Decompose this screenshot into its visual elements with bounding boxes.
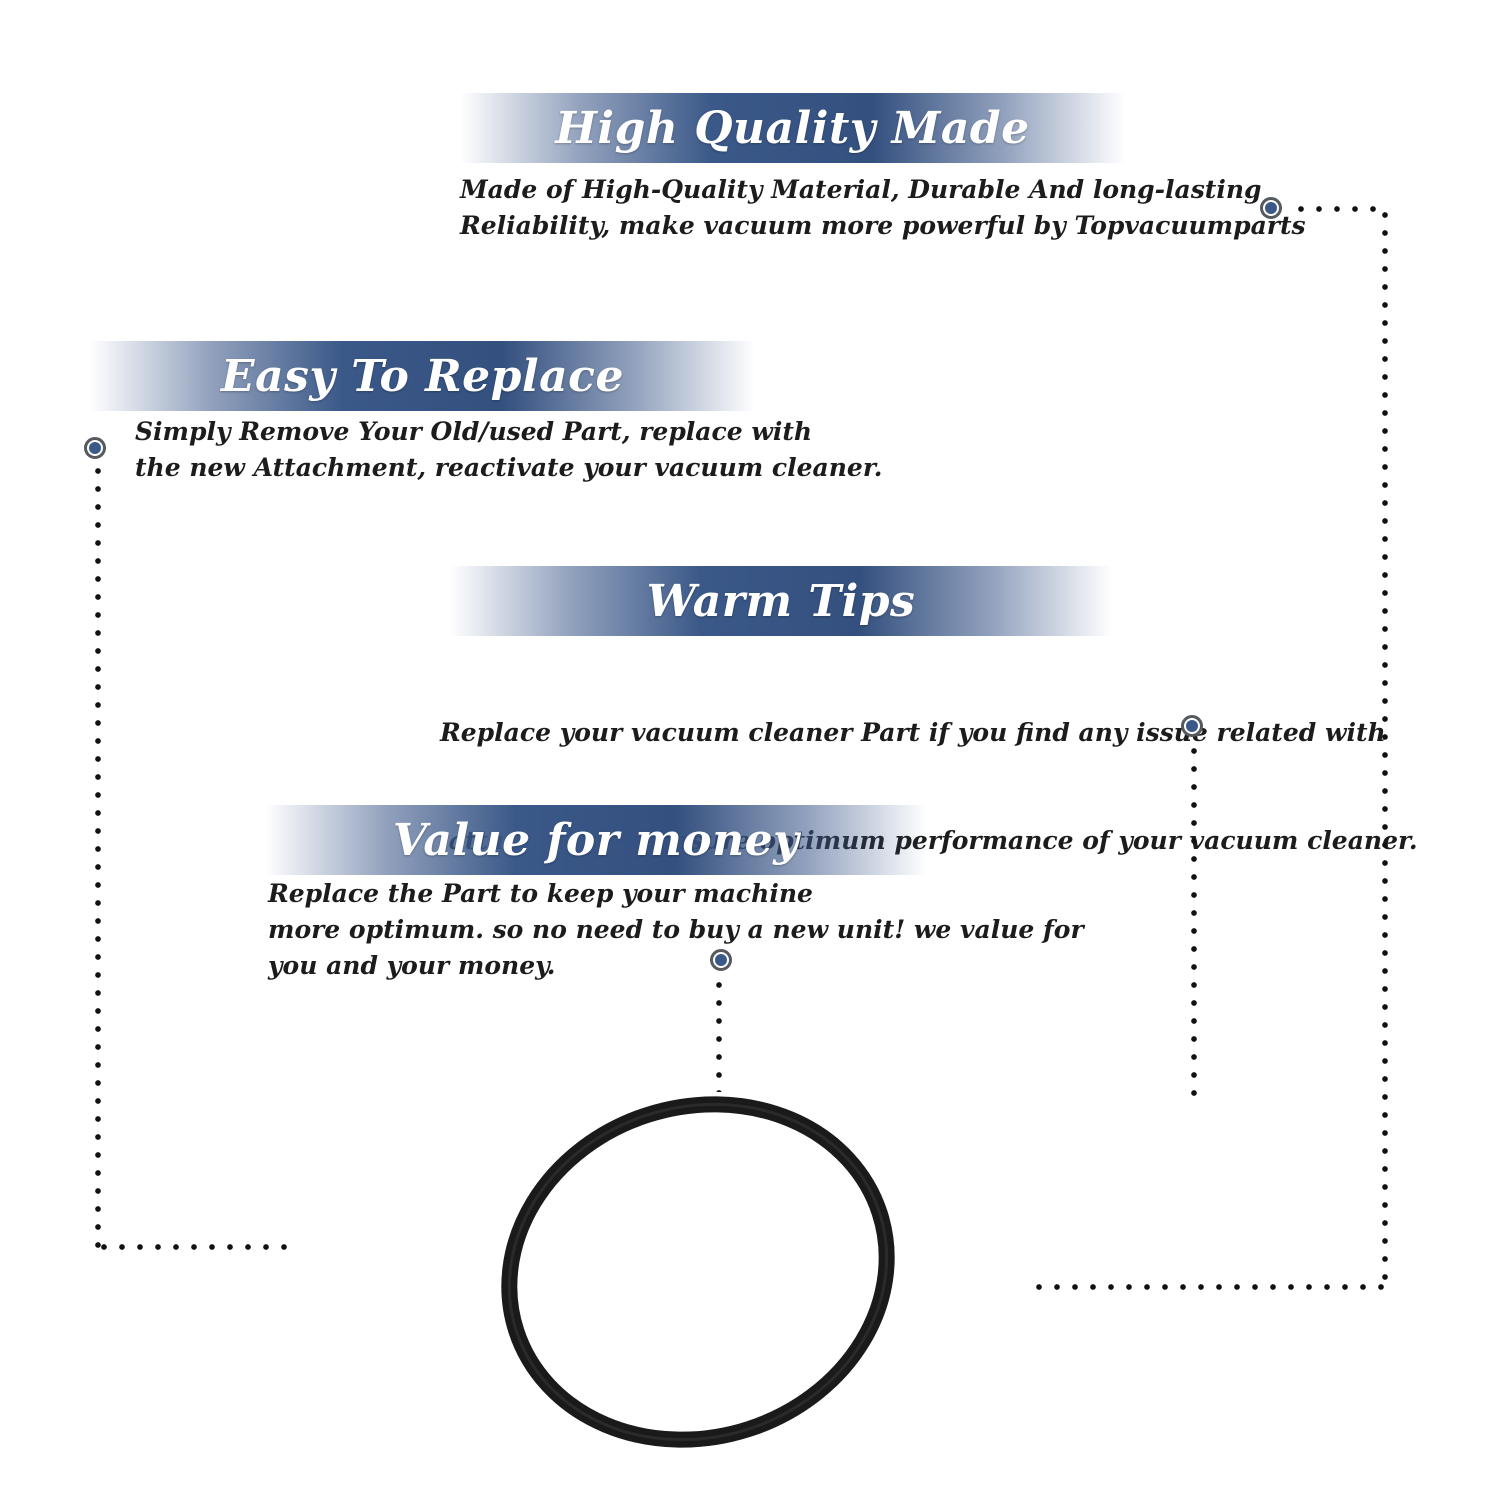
section-title: Value for money [392, 814, 800, 866]
connector-line [95, 1244, 295, 1250]
connector-line [1030, 1284, 1388, 1290]
connector-line [1191, 742, 1197, 1107]
banner-easy-to-replace: Easy To Replace [90, 341, 755, 411]
description-line: Made of High-Quality Material, Durable A… [460, 175, 1262, 204]
bullet-icon [84, 437, 106, 459]
description-line: more optimum. so no need to buy a new un… [268, 915, 1084, 944]
description-line: the new Attachment, reactivate your vacu… [135, 453, 883, 482]
section-description: Replace the Part to keep your machine mo… [268, 876, 1084, 984]
description-line: Replace your vacuum cleaner Part if you … [440, 718, 1386, 747]
description-line: you and your money. [268, 951, 556, 980]
section-title: Warm Tips [646, 575, 916, 627]
bullet-icon [710, 949, 732, 971]
banner-value-for-money: Value for money [265, 805, 927, 875]
bullet-icon [1260, 197, 1282, 219]
connector-line [716, 976, 722, 1092]
connector-line [95, 462, 101, 1252]
description-line: Reliability, make vacuum more powerful b… [460, 211, 1306, 240]
section-title: Easy To Replace [221, 350, 624, 402]
banner-warm-tips: Warm Tips [450, 566, 1112, 636]
section-title: High Quality Made [555, 102, 1030, 154]
section-description: Made of High-Quality Material, Durable A… [460, 172, 1306, 244]
connector-line [1382, 206, 1388, 1291]
banner-high-quality: High Quality Made [460, 93, 1125, 163]
bullet-icon [1181, 715, 1203, 737]
section-description: Simply Remove Your Old/used Part, replac… [135, 414, 882, 486]
connector-line [1292, 206, 1388, 212]
o-ring-image [495, 1090, 905, 1455]
description-line: Simply Remove Your Old/used Part, replac… [135, 417, 813, 446]
description-line: Replace the Part to keep your machine [268, 879, 813, 908]
o-ring-icon [501, 1096, 895, 1448]
